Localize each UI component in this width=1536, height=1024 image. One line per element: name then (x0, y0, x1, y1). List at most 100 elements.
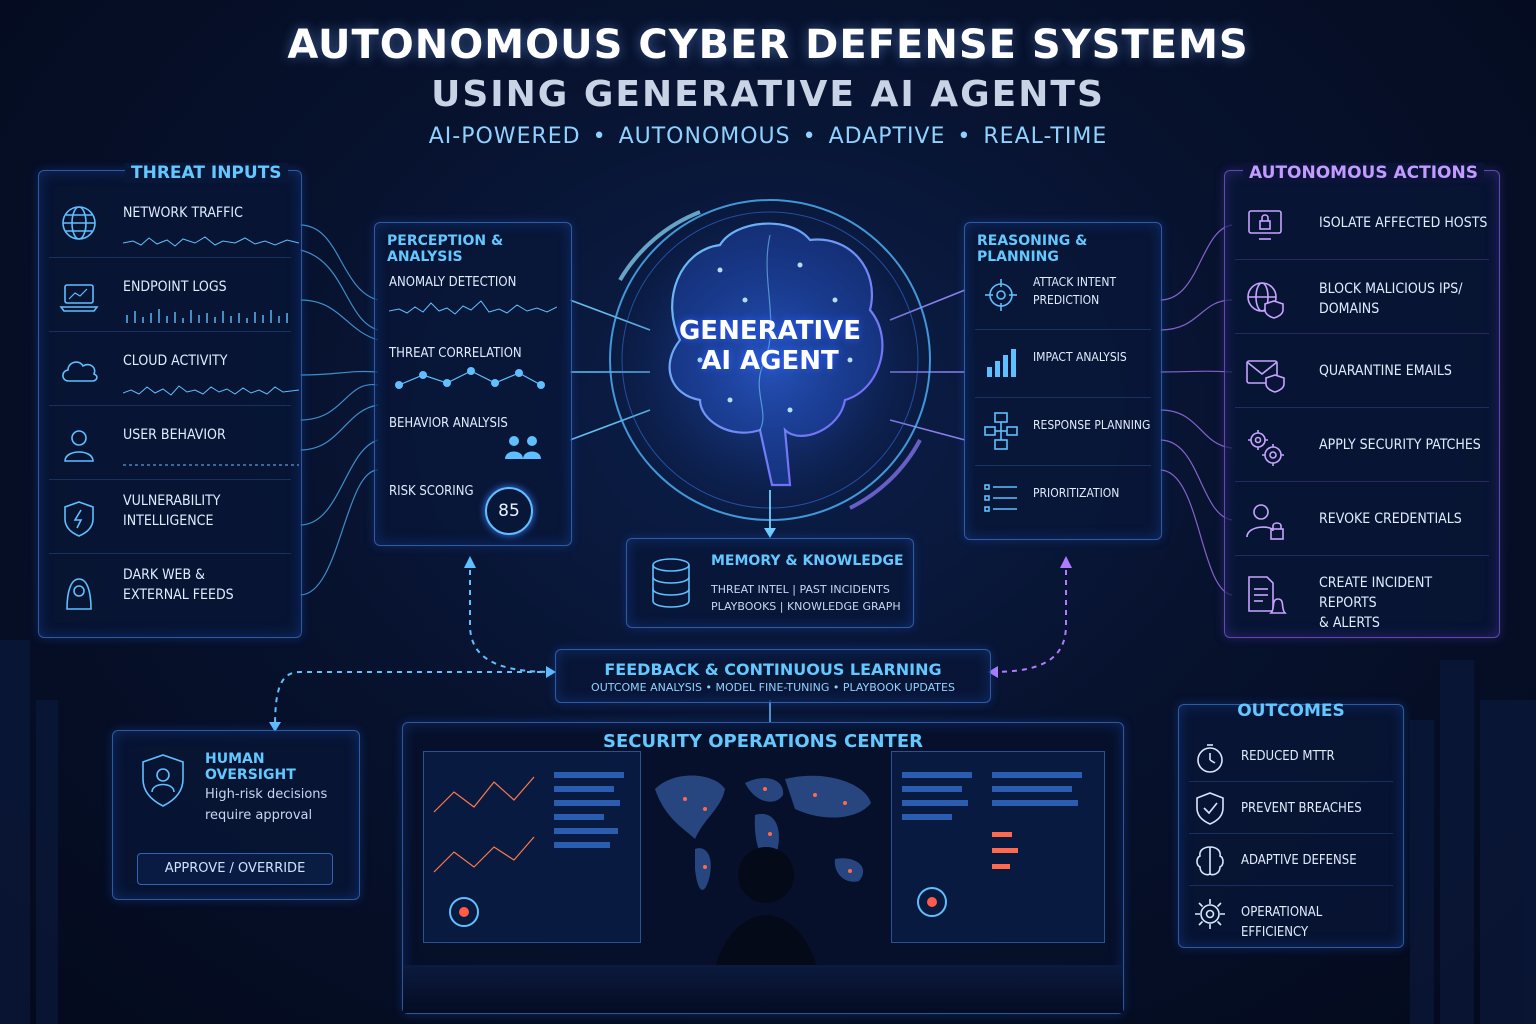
shield-check-icon (1196, 792, 1224, 825)
soc-desk (403, 965, 1123, 1013)
page-title: AUTONOMOUS CYBER DEFENSE SYSTEMS (287, 22, 1249, 68)
approve-override-button[interactable]: APPROVE / OVERRIDE (137, 853, 333, 885)
signal-wave (123, 385, 299, 396)
oversight-header: HUMAN OVERSIGHT (205, 751, 296, 783)
threat-input-label-line2: INTELLIGENCE (123, 513, 214, 529)
lock-screen-icon (1248, 210, 1282, 240)
globe-icon (62, 206, 96, 240)
threat-inputs-panel: THREAT INPUTS NETWORK TRAFFIC ENDPOINT L… (38, 163, 302, 638)
threat-input-item[interactable]: ENDPOINT LOGS (49, 265, 291, 332)
shield-bolt-icon (64, 501, 94, 537)
tagline-item: REAL-TIME (983, 124, 1108, 149)
threat-input-item[interactable]: USER BEHAVIOR (49, 413, 299, 480)
perception-item[interactable]: ANOMALY DETECTION (389, 275, 517, 290)
outcomes-header: OUTCOMES (1237, 701, 1345, 721)
feedback-header: FEEDBACK & CONTINUOUS LEARNING (604, 660, 942, 679)
threat-input-item[interactable]: VULNERABILITY INTELLIGENCE (49, 487, 291, 554)
ai-agent-core[interactable]: GENERATIVE AI AGENT (670, 316, 870, 376)
tagline-item: AI-POWERED (428, 124, 581, 149)
action-item[interactable]: ISOLATE AFFECTED HOSTS (1235, 193, 1489, 260)
perception-header: PERCEPTION & ANALYSIS (387, 233, 504, 265)
tagline-item: AUTONOMOUS (618, 124, 791, 149)
page-subtitle: USING GENERATIVE AI AGENTS (431, 74, 1105, 115)
reasoning-item[interactable]: PRIORITIZATION (975, 469, 1151, 533)
action-item[interactable]: APPLY SECURITY PATCHES (1235, 415, 1489, 482)
threat-input-label: ENDPOINT LOGS (123, 279, 227, 295)
list-icon (984, 484, 1017, 512)
threat-input-label: NETWORK TRAFFIC (123, 205, 243, 221)
memory-panel[interactable]: MEMORY & KNOWLEDGE THREAT INTEL | PAST I… (626, 538, 914, 628)
tagline: AI-POWERED•AUTONOMOUS•ADAPTIVE•REAL-TIME (428, 124, 1108, 149)
ai-agent-label: GENERATIVE (678, 316, 862, 346)
perception-item[interactable]: RISK SCORING (389, 484, 474, 499)
memory-header: MEMORY & KNOWLEDGE (711, 553, 904, 569)
flowchart-icon (984, 412, 1018, 450)
perception-panel: PERCEPTION & ANALYSIS ANOMALY DETECTION … (374, 222, 572, 546)
soc-panel: SECURITY OPERATIONS CENTER (402, 722, 1124, 1014)
action-label: APPLY SECURITY PATCHES (1319, 437, 1481, 453)
globe-shield-icon (1247, 282, 1284, 319)
envelope-shield-icon (1246, 360, 1285, 393)
stopwatch-icon (1197, 744, 1223, 773)
threat-input-item[interactable]: NETWORK TRAFFIC (49, 191, 299, 258)
oversight-line-2: require approval (205, 808, 313, 823)
laptop-icon (59, 284, 99, 312)
ai-agent-label-line2: AI AGENT (701, 346, 839, 376)
gear-icon (1195, 899, 1225, 929)
feedback-panel[interactable]: FEEDBACK & CONTINUOUS LEARNING OUTCOME A… (555, 649, 991, 703)
reasoning-item[interactable]: IMPACT ANALYSIS (975, 333, 1151, 398)
action-label: REVOKE CREDENTIALS (1319, 511, 1462, 527)
threat-input-item[interactable]: CLOUD ACTIVITY (49, 339, 299, 406)
user-icon (64, 430, 94, 462)
threat-inputs-header: THREAT INPUTS (125, 163, 288, 183)
risk-score-gauge: 85 (485, 487, 533, 535)
outcome-item[interactable]: REDUCED MTTR (1189, 735, 1393, 782)
action-item[interactable]: CREATE INCIDENT REPORTS & ALERTS (1235, 563, 1489, 631)
reasoning-item[interactable]: ATTACK INTENT PREDICTION (975, 265, 1151, 330)
threat-input-label-line2: EXTERNAL FEEDS (123, 587, 234, 603)
risk-score-value: 85 (498, 501, 520, 521)
crosshair-icon (985, 279, 1017, 311)
action-item[interactable]: QUARANTINE EMAILS (1235, 341, 1489, 408)
reasoning-item[interactable]: RESPONSE PLANNING (975, 401, 1151, 466)
outcomes-panel: OUTCOMES REDUCED MTTR PREVENT BREACHES A… (1178, 701, 1404, 948)
action-item[interactable]: BLOCK MALICIOUS IPS/ DOMAINS (1235, 267, 1489, 334)
threat-input-label: USER BEHAVIOR (123, 427, 226, 443)
outcome-label: ADAPTIVE DEFENSE (1241, 853, 1357, 868)
outcome-label: PREVENT BREACHES (1241, 801, 1362, 816)
report-bell-icon (1248, 576, 1287, 614)
outcome-item[interactable]: PREVENT BREACHES (1189, 787, 1393, 834)
shield-user-icon (142, 754, 184, 807)
action-label-line2: DOMAINS (1319, 301, 1380, 317)
outcome-item[interactable]: OPERATIONAL EFFICIENCY (1189, 891, 1393, 940)
memory-line-1: THREAT INTEL | PAST INCIDENTS (711, 583, 890, 596)
brain-icon (668, 222, 884, 487)
threat-input-label: DARK WEB & (123, 567, 205, 583)
soc-header: SECURITY OPERATIONS CENTER (603, 731, 923, 752)
actions-header: AUTONOMOUS ACTIONS (1243, 163, 1484, 183)
reasoning-panel: REASONING & PLANNING ATTACK INTENT PREDI… (964, 222, 1162, 540)
signal-line (123, 464, 299, 466)
action-item[interactable]: REVOKE CREDENTIALS (1235, 489, 1489, 556)
hooded-figure-icon (66, 578, 92, 610)
monitor-charts (902, 772, 1082, 917)
threat-input-item[interactable]: DARK WEB & EXTERNAL FEEDS (49, 561, 291, 627)
action-label-line2: & ALERTS (1319, 615, 1380, 631)
user-lock-icon (1246, 504, 1284, 540)
feedback-item: PLAYBOOK UPDATES (842, 681, 955, 694)
anomaly-wave (389, 300, 557, 315)
gears-icon (1248, 430, 1284, 466)
tagline-item: ADAPTIVE (828, 124, 946, 149)
soc-world-map (645, 759, 885, 909)
monitor-charts (433, 772, 624, 927)
oversight-line-1: High-risk decisions (205, 787, 328, 802)
perception-item[interactable]: BEHAVIOR ANALYSIS (389, 416, 508, 431)
feedback-items: OUTCOME ANALYSIS • MODEL FINE-TUNING • P… (591, 681, 955, 694)
world-map-graphic (655, 775, 871, 890)
threat-input-label: VULNERABILITY (123, 493, 221, 509)
feedback-item: MODEL FINE-TUNING (715, 681, 830, 694)
outcome-item[interactable]: ADAPTIVE DEFENSE (1189, 839, 1393, 886)
action-label: BLOCK MALICIOUS IPS/ (1319, 281, 1463, 297)
perception-item[interactable]: THREAT CORRELATION (389, 346, 522, 361)
